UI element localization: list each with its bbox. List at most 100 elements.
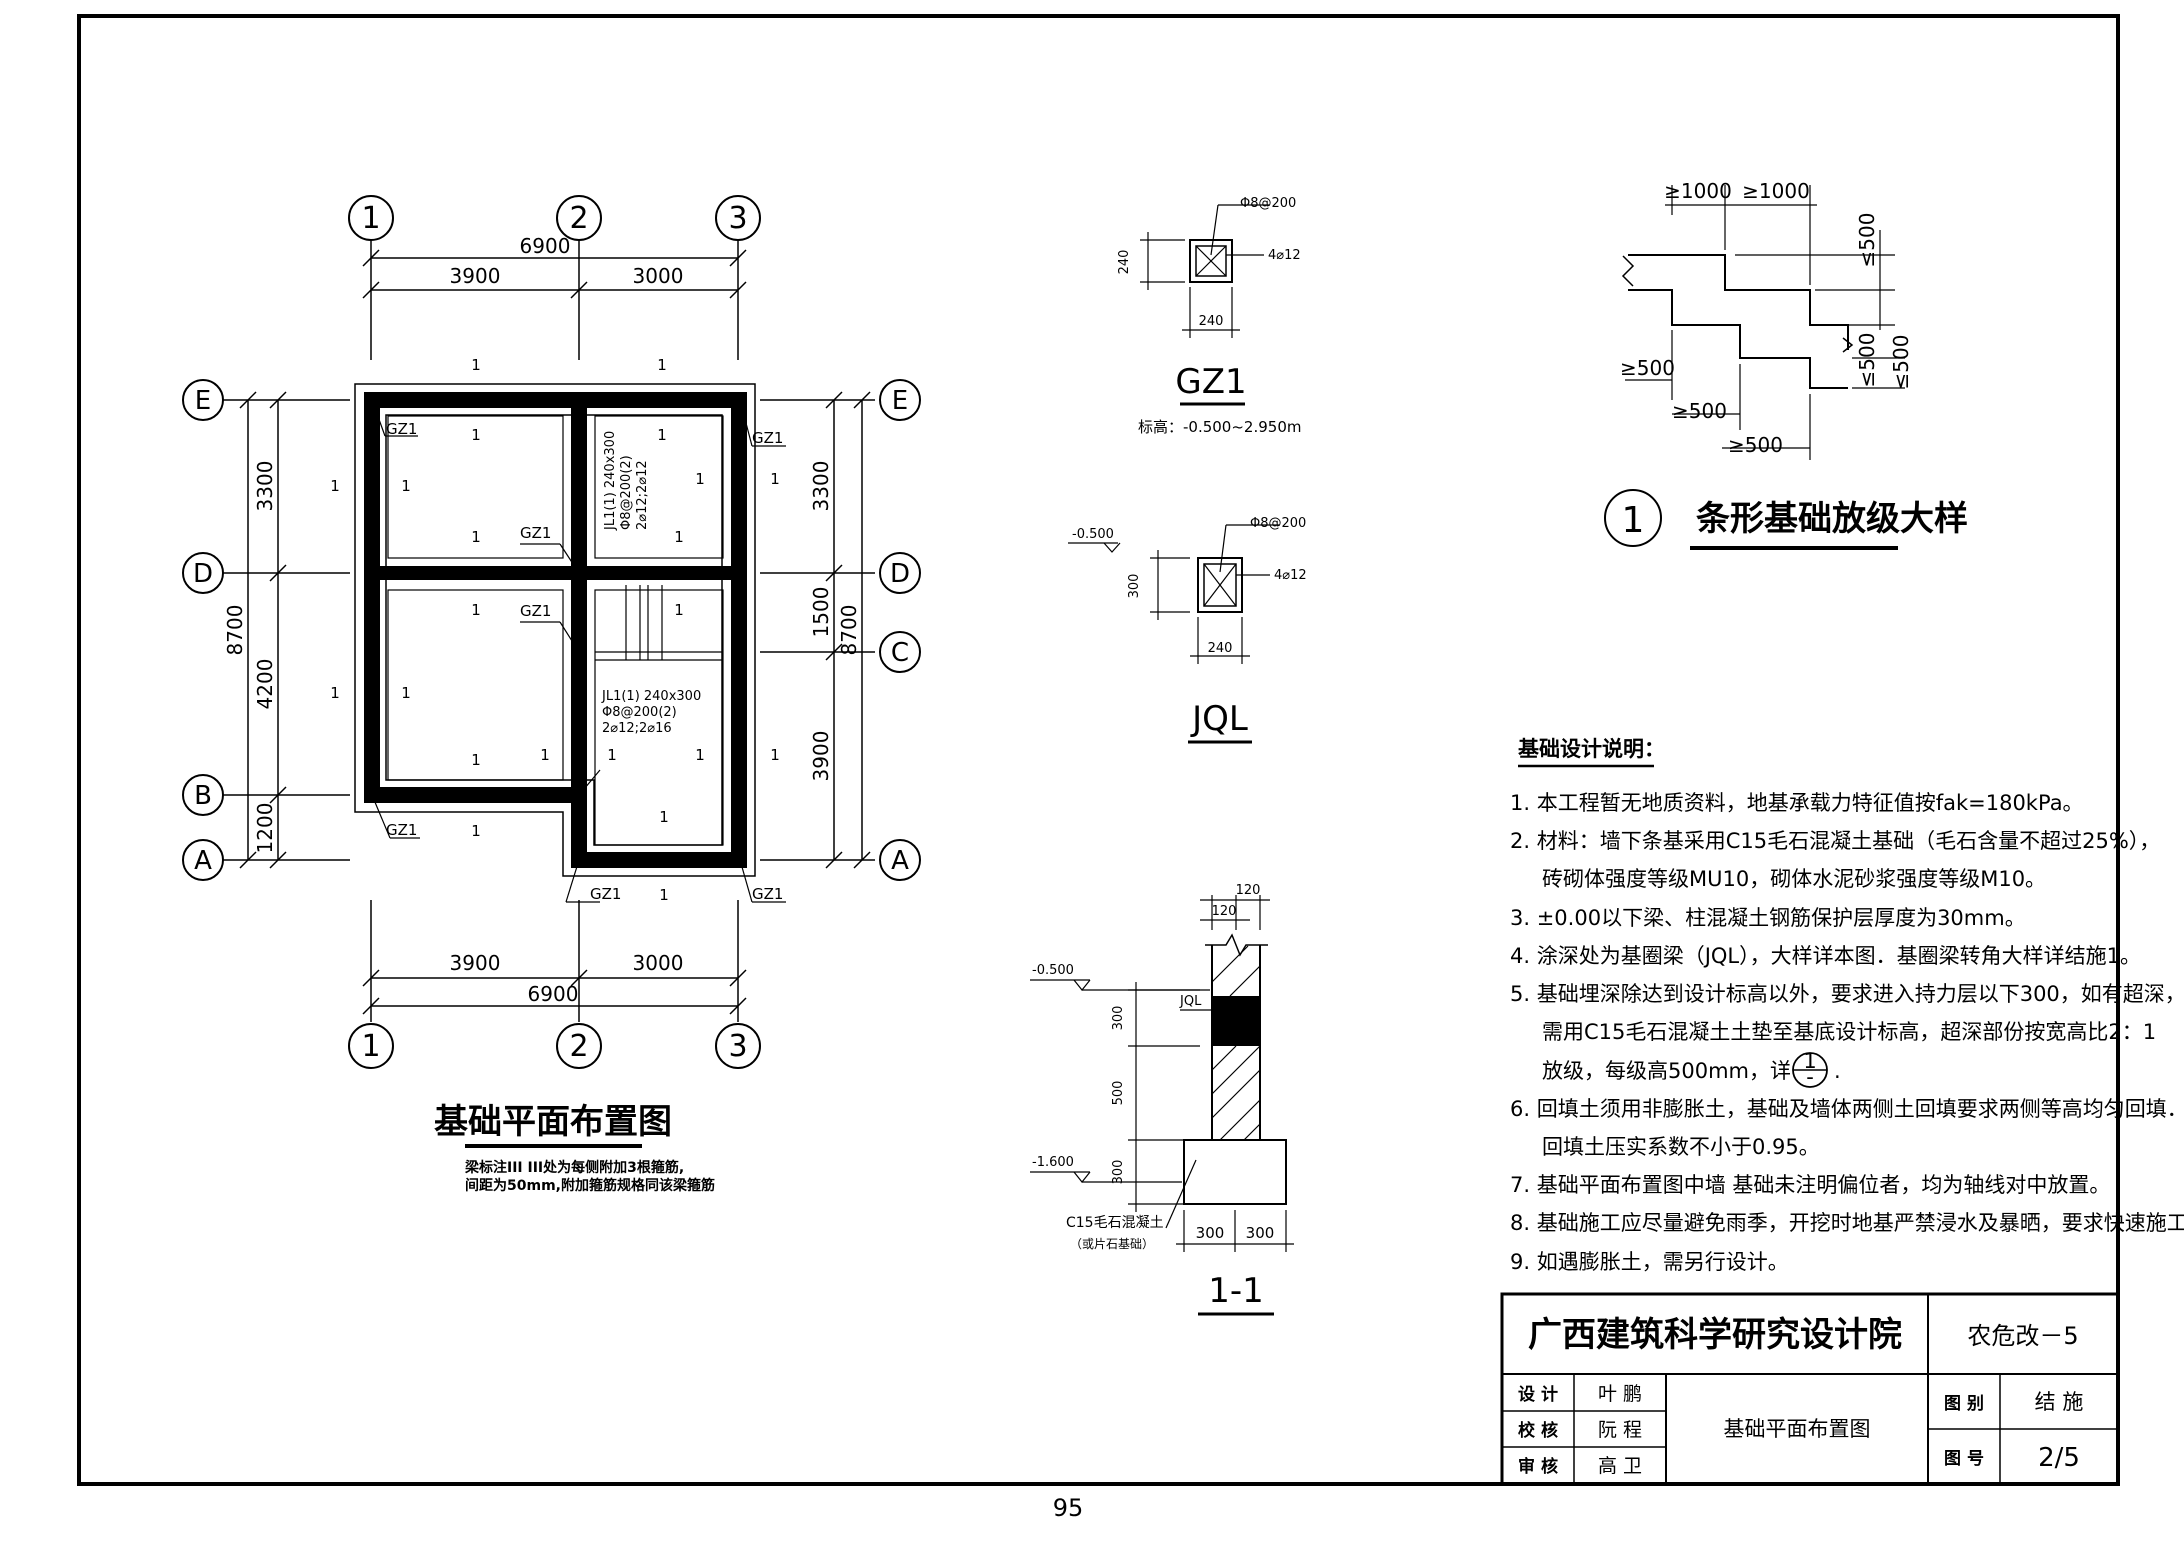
dim-DC-right: 1500 bbox=[809, 587, 833, 638]
notes-heading: 基础设计说明： bbox=[1518, 737, 1665, 761]
gz1-title: GZ1 bbox=[1175, 362, 1246, 402]
number-label: 图 号 bbox=[1944, 1449, 1984, 1469]
dim-ED-left: 3300 bbox=[253, 461, 277, 512]
plan-title: 基础平面布置图 bbox=[434, 1102, 672, 1142]
axis-bubble-C-right bbox=[879, 631, 921, 673]
section-mark: 1 bbox=[657, 356, 667, 374]
axis-bubble-E-right bbox=[879, 379, 921, 421]
section-mark: 1 bbox=[695, 746, 705, 764]
jql-rebar: 4⌀12 bbox=[1274, 568, 1307, 583]
jql-stirrup: Φ8@200 bbox=[1250, 516, 1306, 531]
foundation-plan bbox=[182, 195, 921, 1069]
sheet-border bbox=[77, 14, 2120, 1486]
sec-dim-v3: 300 bbox=[1111, 1160, 1126, 1185]
axis-bubble-1-bottom bbox=[348, 1023, 394, 1069]
note-item: 砖砌体强度等级MU10，砌体水泥砂浆强度等级M10。 bbox=[1542, 867, 2046, 891]
detail-ref-top: 1 bbox=[1803, 1049, 1816, 1073]
gz1-label: GZ1 bbox=[520, 524, 551, 542]
gz1-label: GZ1 bbox=[752, 429, 783, 447]
section-mark: 1 bbox=[695, 470, 705, 488]
sec-dim-b1: 300 bbox=[1196, 1224, 1225, 1242]
svg-text:.: . bbox=[1834, 1059, 1841, 1083]
jql-dim-w: 240 bbox=[1208, 641, 1233, 656]
sec-material-line2: （或片石基础） bbox=[1070, 1237, 1154, 1251]
dim-ED-right: 3300 bbox=[809, 461, 833, 512]
gz1-detail bbox=[1140, 204, 1270, 338]
section-mark: 1 bbox=[471, 426, 481, 444]
dim-total-right: 8700 bbox=[837, 605, 861, 656]
note-item: 7. 基础平面布置图中墙 基础未注明偏位者，均为轴线对中放置。 bbox=[1510, 1173, 2110, 1197]
note-item: 需用C15毛石混凝土土垫至基底设计标高，超深部份按宽高比2：1 bbox=[1542, 1020, 2156, 1044]
institute-name: 广西建筑科学研究设计院 bbox=[1528, 1315, 1902, 1355]
sec-dim-v2: 500 bbox=[1111, 1081, 1126, 1106]
dim-BA-left: 1200 bbox=[253, 803, 277, 854]
section-mark: 1 bbox=[401, 684, 411, 702]
axis-label-B-left: B bbox=[194, 781, 212, 811]
section-mark: 1 bbox=[659, 886, 669, 904]
section-mark: 1 bbox=[401, 477, 411, 495]
axis-bubble-A-left bbox=[182, 839, 224, 881]
plan-text: 1 2 3 1 2 3 E D B A E D C A 6900 3900 30… bbox=[193, 201, 910, 1194]
gz1-dim-w: 240 bbox=[1199, 314, 1224, 329]
beam-label-1-line1: JL1(1) 240x300 bbox=[603, 431, 618, 531]
sec-dim-v1: 300 bbox=[1111, 1006, 1126, 1031]
dim-DB-left: 4200 bbox=[253, 659, 277, 710]
section-mark: 1 bbox=[330, 477, 340, 495]
axis-bubble-2-bottom bbox=[556, 1023, 602, 1069]
category-value: 结 施 bbox=[2035, 1390, 2084, 1414]
dim-x2-top: 3000 bbox=[633, 264, 684, 288]
section-mark: 1 bbox=[770, 746, 780, 764]
section-mark: 1 bbox=[471, 356, 481, 374]
dim-total-top: 6900 bbox=[520, 234, 571, 258]
axis-label-3-bottom: 3 bbox=[728, 1029, 747, 1064]
axis-label-1-top: 1 bbox=[361, 201, 380, 236]
section-mark: 1 bbox=[770, 470, 780, 488]
section-mark: 1 bbox=[471, 528, 481, 546]
axis-bubble-2-top bbox=[556, 195, 602, 241]
title-block-text: 广西建筑科学研究设计院 农危改－5 设 计 叶 鹏 校 核 阮 程 审 核 高 … bbox=[1518, 1315, 2083, 1477]
gz1-rebar: 4⌀12 bbox=[1268, 248, 1301, 263]
axis-label-E-left: E bbox=[195, 386, 211, 416]
reviewer-label: 审 核 bbox=[1518, 1456, 1558, 1477]
step-detail-number: 1 bbox=[1622, 500, 1645, 541]
jql-detail bbox=[1068, 524, 1280, 664]
step-detail bbox=[1604, 185, 1905, 550]
designer-name: 叶 鹏 bbox=[1598, 1383, 1642, 1405]
dim-x1-top: 3900 bbox=[450, 264, 501, 288]
step-dim-top1: ≥1000 bbox=[1664, 179, 1732, 203]
axis-label-C-right: C bbox=[891, 638, 909, 668]
axis-bubble-3-top bbox=[715, 195, 761, 241]
gz1-elevation: 标高：-0.500~2.950m bbox=[1138, 418, 1301, 436]
checker-name: 阮 程 bbox=[1598, 1419, 1642, 1441]
step-dim-s1: ≥500 bbox=[1620, 356, 1675, 380]
axis-bubble-D-right bbox=[879, 552, 921, 594]
note-item: 放级，每级高500mm，详 bbox=[1542, 1059, 1791, 1083]
project-code: 农危改－5 bbox=[1967, 1322, 2078, 1350]
step-detail-text: ≥1000 ≥1000 ≥500 ≥500 ≥500 ≤500 ≤500 ≤50… bbox=[1620, 179, 1968, 541]
section-mark: 1 bbox=[657, 426, 667, 444]
page-number: 95 bbox=[1053, 1494, 1084, 1522]
section-mark: 1 bbox=[471, 601, 481, 619]
sec-level-bottom: -1.600 bbox=[1032, 1155, 1074, 1170]
axis-label-1-bottom: 1 bbox=[361, 1029, 380, 1064]
dim-x2-bottom: 3000 bbox=[633, 951, 684, 975]
sec-level-top: -0.500 bbox=[1032, 963, 1074, 978]
step-dim-top2: ≥1000 bbox=[1742, 179, 1810, 203]
jql-dim-h: 300 bbox=[1127, 574, 1142, 599]
axis-bubble-1-top bbox=[348, 195, 394, 241]
drawing-number: 2/5 bbox=[2038, 1443, 2080, 1473]
note-item: 回填土压实系数不小于0.95。 bbox=[1542, 1135, 1820, 1159]
dim-total-bottom: 6900 bbox=[528, 982, 579, 1006]
reviewer-name: 高 卫 bbox=[1598, 1455, 1642, 1477]
section-mark: 1 bbox=[674, 528, 684, 546]
axis-label-2-bottom: 2 bbox=[569, 1029, 588, 1064]
category-label: 图 别 bbox=[1944, 1394, 1984, 1414]
design-notes: 基础设计说明： 1. 本工程暂无地质资料，地基承载力特征值按fak=180kPa… bbox=[1510, 737, 2184, 1274]
note-item: 2. 材料：墙下条基采用C15毛石混凝土基础（毛石含量不超过25%）， bbox=[1510, 829, 2160, 853]
step-dim-s2: ≥500 bbox=[1672, 399, 1727, 423]
section-mark: 1 bbox=[471, 822, 481, 840]
note-item: 3. ±0.00以下梁、柱混凝土钢筋保护层厚度为30mm。 bbox=[1510, 906, 2026, 930]
axis-label-3-top: 3 bbox=[728, 201, 747, 236]
sec-dim-top2: 120 bbox=[1212, 904, 1237, 919]
